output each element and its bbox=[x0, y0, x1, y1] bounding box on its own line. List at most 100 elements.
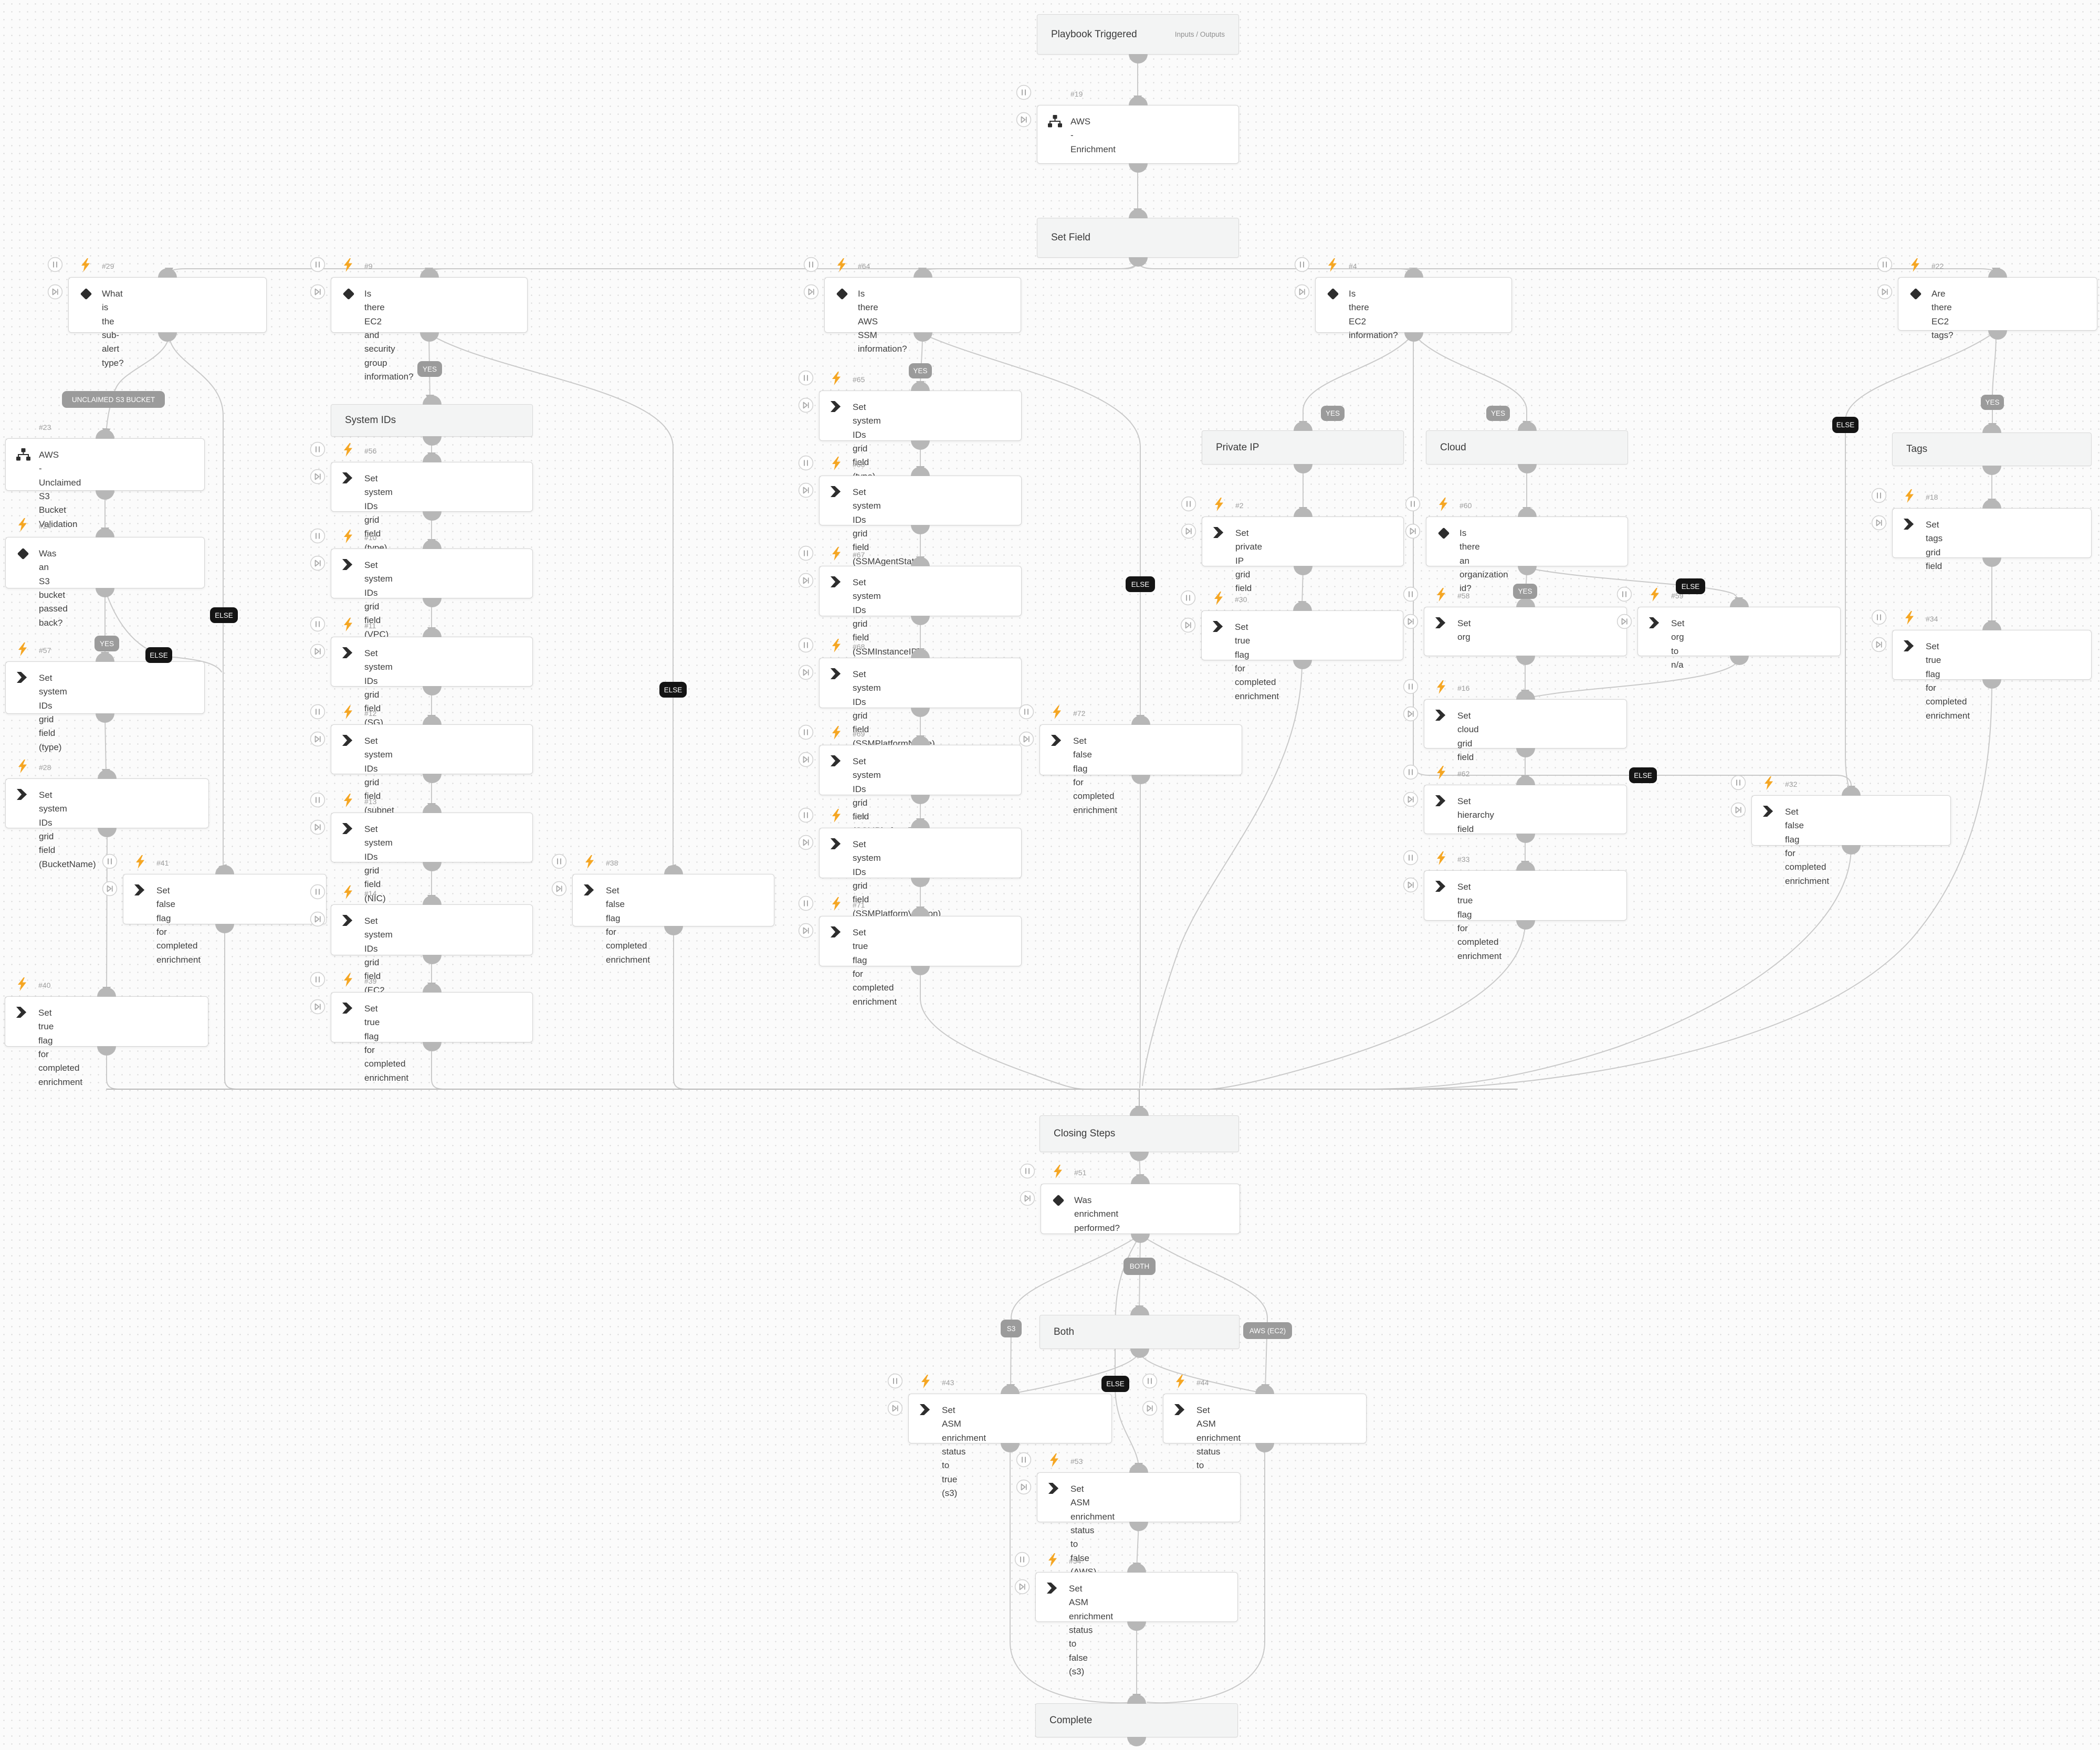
bottom-port[interactable] bbox=[1127, 1621, 1146, 1631]
pause-task-icon[interactable] bbox=[551, 853, 567, 869]
are-ec2-tags[interactable]: Are there EC2 tags? #22 bbox=[1877, 257, 2097, 340]
skip-task-icon[interactable] bbox=[47, 284, 63, 300]
skip-task-icon[interactable] bbox=[1020, 1190, 1035, 1206]
bottom-port[interactable] bbox=[1293, 660, 1312, 669]
bottom-port[interactable] bbox=[1729, 656, 1749, 665]
both[interactable]: Both bbox=[1040, 1306, 1240, 1358]
skip-task-icon[interactable] bbox=[1181, 523, 1196, 539]
bottom-port[interactable] bbox=[1982, 679, 2001, 689]
bottom-port[interactable] bbox=[1516, 834, 1535, 843]
skip-task-icon[interactable] bbox=[1403, 614, 1419, 629]
set-true-flag-33[interactable]: Set true flag for completed enrichment #… bbox=[1403, 850, 1627, 961]
bottom-port[interactable] bbox=[911, 966, 930, 975]
set-sysids-type-57[interactable]: Set system IDs grid field (type) #57 bbox=[5, 642, 205, 752]
set-field[interactable]: Set Field bbox=[1037, 209, 1239, 267]
set-false-flag-38[interactable]: Set false flag for completed enrichment … bbox=[551, 853, 774, 965]
skip-task-icon[interactable] bbox=[310, 284, 326, 300]
set-sysids-nic[interactable]: Set system IDs grid field (NIC) #13 bbox=[310, 792, 533, 903]
set-true-flag-40[interactable]: Set true flag for completed enrichment #… bbox=[5, 977, 208, 1087]
pause-task-icon[interactable] bbox=[310, 257, 326, 272]
pause-task-icon[interactable] bbox=[1405, 496, 1421, 512]
bottom-port[interactable] bbox=[1516, 656, 1535, 665]
bottom-port[interactable] bbox=[1988, 330, 2007, 340]
was-s3-bucket-passed[interactable]: Was an S3 bucket passed back? #24 bbox=[5, 518, 205, 628]
skip-task-icon[interactable] bbox=[102, 881, 118, 897]
skip-task-icon[interactable] bbox=[1403, 877, 1419, 893]
pause-task-icon[interactable] bbox=[798, 545, 814, 561]
bottom-port[interactable] bbox=[422, 955, 442, 964]
bottom-port[interactable] bbox=[422, 774, 442, 783]
bottom-port[interactable] bbox=[911, 440, 930, 450]
bottom-port[interactable] bbox=[215, 924, 234, 933]
bottom-port[interactable] bbox=[911, 795, 930, 804]
set-cloud-grid[interactable]: Set cloud grid field #16 bbox=[1403, 679, 1627, 762]
bottom-port[interactable] bbox=[1129, 1522, 1148, 1531]
bottom-port[interactable] bbox=[664, 926, 683, 935]
pause-task-icon[interactable] bbox=[1294, 257, 1310, 272]
bottom-port[interactable] bbox=[96, 713, 114, 723]
set-sysids-type-65[interactable]: Set system IDs grid field (type) #65 bbox=[798, 370, 1022, 481]
bottom-port[interactable] bbox=[911, 525, 930, 534]
pause-task-icon[interactable] bbox=[1403, 679, 1419, 694]
bottom-port[interactable] bbox=[913, 332, 932, 342]
set-false-flag-32[interactable]: Set false flag for completed enrichment … bbox=[1730, 775, 1951, 886]
skip-task-icon[interactable] bbox=[310, 819, 326, 835]
closing-steps[interactable]: Closing Steps bbox=[1040, 1106, 1239, 1161]
skip-task-icon[interactable] bbox=[1871, 515, 1887, 531]
skip-task-icon[interactable] bbox=[1016, 1479, 1032, 1495]
skip-task-icon[interactable] bbox=[1016, 112, 1032, 128]
skip-task-icon[interactable] bbox=[310, 911, 326, 927]
pause-task-icon[interactable] bbox=[887, 1373, 903, 1389]
inputs-outputs-link[interactable]: Inputs / Outputs bbox=[1174, 30, 1225, 38]
set-sysids-subnet[interactable]: Set system IDs grid field (subnet ID) #1… bbox=[310, 704, 533, 829]
set-sysids-sg[interactable]: Set system IDs grid field (SG) #11 bbox=[310, 616, 533, 728]
skip-task-icon[interactable] bbox=[1405, 523, 1421, 539]
set-sysids-ssminstanceid[interactable]: Set system IDs grid field (SSMInstanceID… bbox=[798, 545, 1022, 657]
skip-task-icon[interactable] bbox=[310, 731, 326, 747]
skip-task-icon[interactable] bbox=[798, 482, 814, 498]
set-sysids-ssmplatformtype[interactable]: Set system IDs grid field (SSMPlatformTy… bbox=[798, 724, 1022, 836]
skip-task-icon[interactable] bbox=[1014, 1579, 1030, 1595]
skip-task-icon[interactable] bbox=[1018, 731, 1034, 747]
pause-task-icon[interactable] bbox=[1142, 1373, 1158, 1389]
skip-task-icon[interactable] bbox=[798, 397, 814, 413]
bottom-port[interactable] bbox=[422, 686, 442, 695]
skip-task-icon[interactable] bbox=[1142, 1400, 1158, 1416]
pause-task-icon[interactable] bbox=[1016, 85, 1032, 100]
pause-task-icon[interactable] bbox=[798, 455, 814, 471]
is-org-id[interactable]: Is there an organization id? #60 bbox=[1405, 496, 1628, 593]
pause-task-icon[interactable] bbox=[1730, 775, 1746, 790]
set-org-na[interactable]: Set org to n/a #59 bbox=[1616, 586, 1841, 670]
pause-task-icon[interactable] bbox=[798, 637, 814, 653]
bottom-port[interactable] bbox=[1130, 1348, 1149, 1358]
skip-task-icon[interactable] bbox=[1871, 637, 1887, 652]
pause-task-icon[interactable] bbox=[1871, 488, 1887, 503]
set-hierarchy[interactable]: Set hierarchy field #62 bbox=[1403, 764, 1627, 843]
bottom-port[interactable] bbox=[1404, 332, 1423, 342]
pause-task-icon[interactable] bbox=[1020, 1163, 1035, 1179]
is-ec2-info[interactable]: Is there EC2 information? #4 bbox=[1294, 257, 1512, 342]
skip-task-icon[interactable] bbox=[310, 999, 326, 1015]
was-enrichment-performed[interactable]: Was enrichment performed? #51 bbox=[1020, 1163, 1240, 1243]
pause-task-icon[interactable] bbox=[310, 616, 326, 632]
skip-task-icon[interactable] bbox=[803, 284, 819, 300]
bottom-port[interactable] bbox=[422, 511, 442, 521]
bottom-port[interactable] bbox=[1842, 845, 1861, 855]
what-is-sub-alert-type[interactable]: What is the sub-alert type? #29 bbox=[47, 257, 267, 368]
pause-task-icon[interactable] bbox=[310, 528, 326, 544]
bottom-port[interactable] bbox=[1001, 1443, 1020, 1452]
pause-task-icon[interactable] bbox=[1181, 496, 1196, 512]
pause-task-icon[interactable] bbox=[798, 724, 814, 740]
complete[interactable]: Complete bbox=[1035, 1694, 1238, 1746]
bottom-port[interactable] bbox=[1293, 566, 1312, 575]
set-asm-true-s3[interactable]: Set ASM enrichment status to true (s3) #… bbox=[887, 1373, 1112, 1498]
bottom-port[interactable] bbox=[1517, 566, 1537, 575]
skip-task-icon[interactable] bbox=[1180, 617, 1196, 633]
bottom-port[interactable] bbox=[158, 332, 177, 342]
bottom-port[interactable] bbox=[911, 616, 930, 625]
pause-task-icon[interactable] bbox=[803, 257, 819, 272]
set-private-ip-grid[interactable]: Set private IP grid field #2 bbox=[1181, 496, 1404, 593]
set-false-flag-41[interactable]: Set false flag for completed enrichment … bbox=[102, 853, 327, 965]
bottom-port[interactable] bbox=[422, 598, 442, 607]
